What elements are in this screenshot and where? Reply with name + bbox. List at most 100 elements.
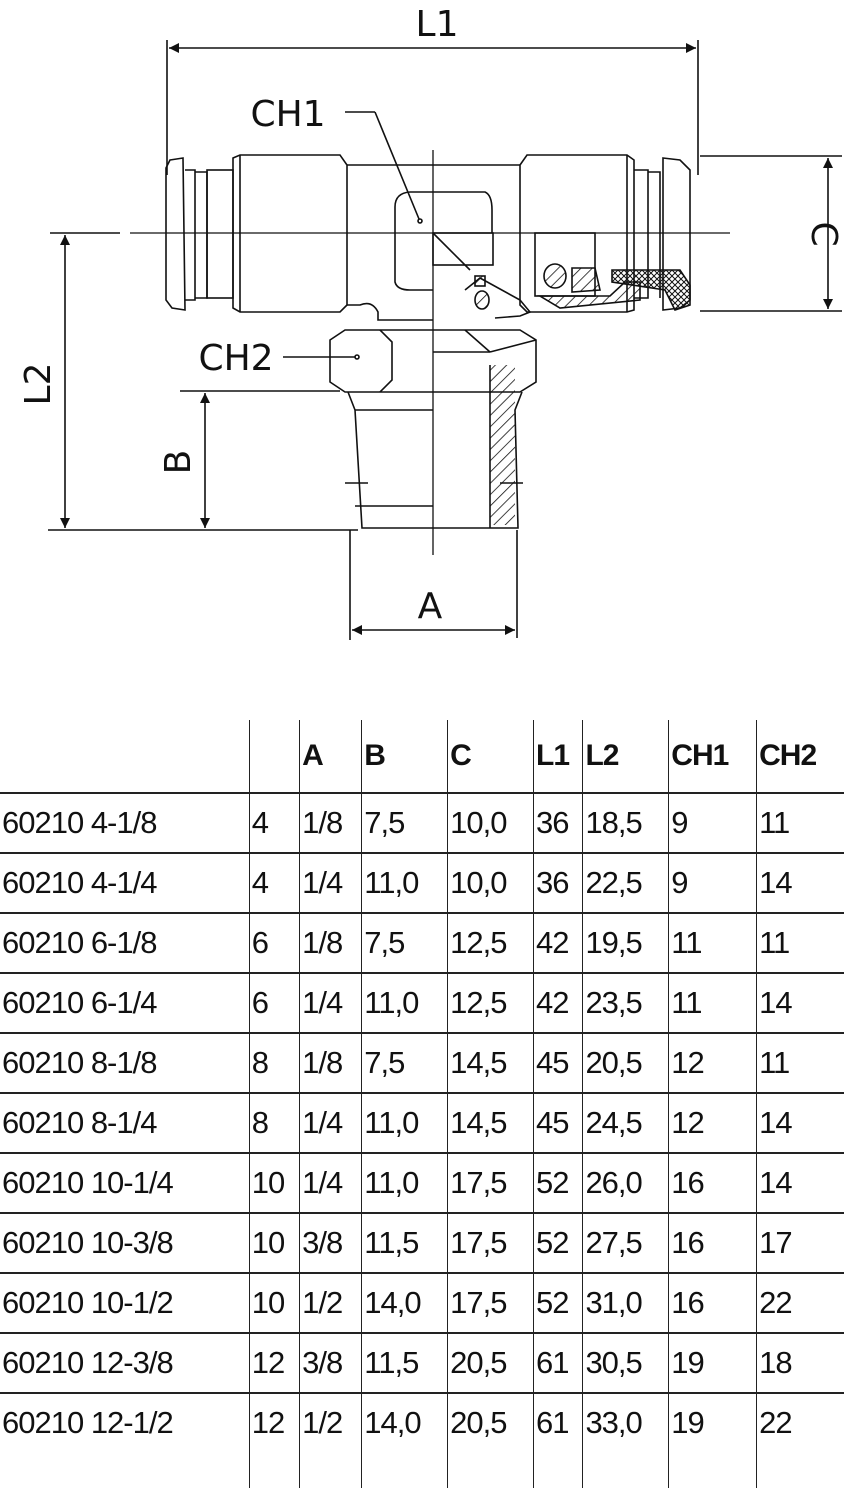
cell-A: 1/8 <box>299 913 362 973</box>
cell-C: 17,5 <box>447 1273 534 1333</box>
cell-C: 14,5 <box>447 1033 534 1093</box>
cell-code: 60210 4-1/8 <box>2 805 157 840</box>
cell-tube: 10 <box>248 1213 300 1273</box>
label-CH1: CH1 <box>250 94 325 135</box>
cell-code: 60210 12-3/8 <box>2 1345 174 1380</box>
cell-L1: 36 <box>533 853 583 913</box>
cell-CH2: 18 <box>756 1333 844 1393</box>
cell-L1: 45 <box>533 1093 583 1153</box>
header-A: A <box>299 720 362 793</box>
cell-B: 11,0 <box>361 853 448 913</box>
cell-CH1: 9 <box>668 793 757 853</box>
tail-cell <box>361 1452 448 1488</box>
cell-L1: 42 <box>533 913 583 973</box>
technical-drawing: L1 CH1 CH2 A B L2 C <box>18 4 844 640</box>
cell-CH2: 14 <box>756 1093 844 1153</box>
label-CH2: CH2 <box>198 338 273 379</box>
cell-A: 3/8 <box>299 1213 362 1273</box>
header-tube <box>248 720 300 793</box>
cell-code: 60210 6-1/8 <box>2 925 157 960</box>
cell-C: 14,5 <box>447 1093 534 1153</box>
tail-cell <box>447 1452 534 1488</box>
cell-tube: 4 <box>248 853 300 913</box>
cell-B: 11,0 <box>361 1153 448 1213</box>
cell-code: 60210 8-1/4 <box>2 1105 157 1140</box>
cell-tube: 10 <box>248 1153 300 1213</box>
cell-tube: 6 <box>248 973 300 1033</box>
header-C: C <box>447 720 534 793</box>
cell-A: 1/4 <box>299 1153 362 1213</box>
cell-L2: 30,5 <box>582 1333 669 1393</box>
cell-CH2: 17 <box>756 1213 844 1273</box>
tail-cell <box>582 1452 669 1488</box>
cell-CH1: 12 <box>668 1093 757 1153</box>
cell-A: 1/2 <box>299 1393 362 1452</box>
cell-L1: 45 <box>533 1033 583 1093</box>
cell-CH1: 16 <box>668 1273 757 1333</box>
cell-code: 60210 4-1/4 <box>2 865 157 900</box>
cell-code: 60210 6-1/4 <box>2 985 157 1020</box>
header-CH2: CH2 <box>756 720 844 793</box>
tail-cell <box>299 1452 362 1488</box>
cell-C: 17,5 <box>447 1213 534 1273</box>
tail-cell <box>756 1452 844 1488</box>
header-B: B <box>361 720 448 793</box>
tail-cell <box>533 1452 583 1488</box>
cell-L1: 52 <box>533 1153 583 1213</box>
cell-B: 14,0 <box>361 1273 448 1333</box>
cell-code: 60210 10-1/2 <box>2 1285 174 1320</box>
cell-L2: 23,5 <box>582 973 669 1033</box>
table-header-row: A B C L1 L2 CH1 CH2 <box>0 720 844 793</box>
cell-C: 20,5 <box>447 1393 534 1452</box>
cell-A: 1/2 <box>299 1273 362 1333</box>
header-L1: L1 <box>533 720 583 793</box>
tail-cell <box>248 1452 300 1488</box>
cell-L2: 22,5 <box>582 853 669 913</box>
cell-L1: 42 <box>533 973 583 1033</box>
cell-C: 20,5 <box>447 1333 534 1393</box>
cell-CH1: 11 <box>668 913 757 973</box>
header-CH1: CH1 <box>668 720 757 793</box>
cell-tube: 12 <box>248 1333 300 1393</box>
header-code <box>0 720 249 793</box>
cell-CH1: 9 <box>668 853 757 913</box>
cell-L1: 61 <box>533 1393 583 1452</box>
cell-L2: 33,0 <box>582 1393 669 1452</box>
header-L2: L2 <box>582 720 669 793</box>
cell-A: 1/8 <box>299 1033 362 1093</box>
cell-C: 12,5 <box>447 913 534 973</box>
cell-C: 17,5 <box>447 1153 534 1213</box>
cell-CH1: 16 <box>668 1153 757 1213</box>
cell-L2: 26,0 <box>582 1153 669 1213</box>
tail-cell <box>668 1452 757 1488</box>
cell-C: 12,5 <box>447 973 534 1033</box>
cell-tube: 12 <box>248 1393 300 1452</box>
cell-A: 3/8 <box>299 1333 362 1393</box>
cell-L1: 52 <box>533 1213 583 1273</box>
cell-B: 14,0 <box>361 1393 448 1452</box>
cell-B: 11,5 <box>361 1333 448 1393</box>
cell-code: 60210 12-1/2 <box>2 1405 174 1440</box>
cell-C: 10,0 <box>447 793 534 853</box>
table-tail <box>0 1452 844 1488</box>
cell-A: 1/4 <box>299 1093 362 1153</box>
cell-L2: 19,5 <box>582 913 669 973</box>
cell-L1: 52 <box>533 1273 583 1333</box>
cell-tube: 8 <box>248 1093 300 1153</box>
label-C: C <box>803 221 844 246</box>
cell-B: 11,0 <box>361 973 448 1033</box>
cell-tube: 10 <box>248 1273 300 1333</box>
cell-CH2: 14 <box>756 853 844 913</box>
cell-tube: 4 <box>248 793 300 853</box>
cell-CH1: 19 <box>668 1333 757 1393</box>
cell-L1: 36 <box>533 793 583 853</box>
